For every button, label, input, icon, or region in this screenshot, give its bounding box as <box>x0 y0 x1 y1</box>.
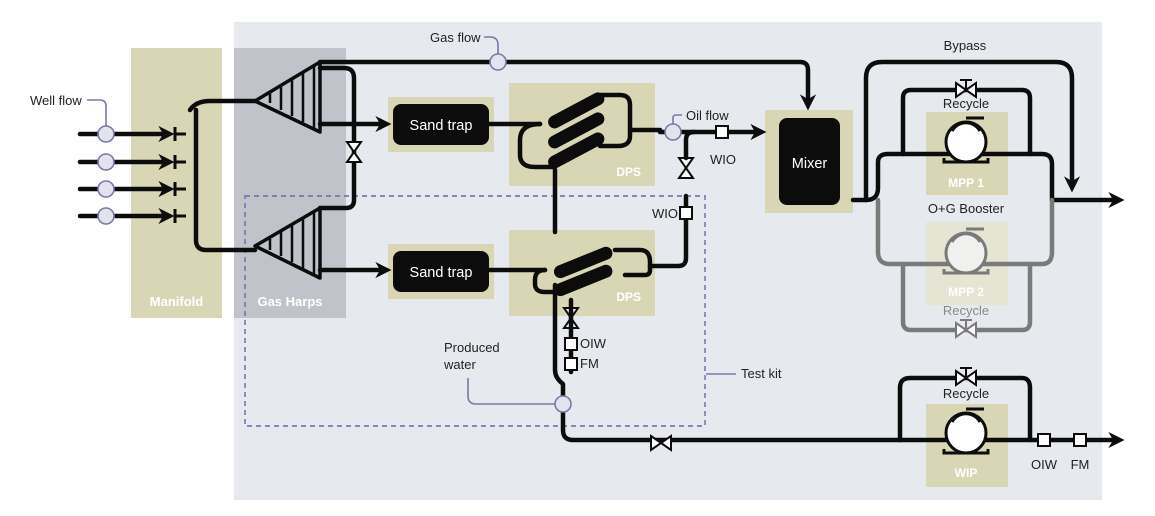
manifold-label: Manifold <box>150 294 203 309</box>
sand-trap-bottom <box>393 251 489 292</box>
wip-label: WIP <box>955 466 978 480</box>
oil-flow-leader <box>672 114 682 124</box>
oiw-meter-mid-icon <box>564 337 578 351</box>
mixer <box>779 118 840 205</box>
test-kit-label: Test kit <box>741 366 782 381</box>
recycle-top-label: Recycle <box>943 96 989 111</box>
recycle-bottom-label: Recycle <box>943 386 989 401</box>
fm-mid-label: FM <box>580 356 599 371</box>
dps-bottom-label: DPS <box>616 290 641 304</box>
oil-flow-label: Oil flow <box>686 108 729 123</box>
water-line-valve-icon <box>650 434 672 452</box>
oiw-bottom-label: OIW <box>1031 457 1058 472</box>
fm-bottom-label: FM <box>1071 457 1090 472</box>
gas-harp-riser <box>317 65 357 211</box>
well-flow-inlets <box>77 125 186 225</box>
dps-bottom-oil-line <box>647 193 689 269</box>
mpp2-pump-icon <box>942 227 990 275</box>
well-flow-label: Well flow <box>30 93 82 108</box>
oil-valve-icon <box>677 157 695 179</box>
wio-meter-left-icon <box>679 206 693 220</box>
well-flow-leader <box>87 99 107 126</box>
gas-flow-line <box>317 59 817 111</box>
mpp2-label: MPP 2 <box>948 285 984 299</box>
produced-water-label-1: Produced <box>444 340 500 355</box>
sand-trap-bottom-label: Sand trap <box>410 265 473 281</box>
gas-flow-label: Gas flow <box>430 30 481 45</box>
wio-meter-right-icon <box>715 125 729 139</box>
wio-right-label: WIO <box>710 152 736 167</box>
gas-harp-top <box>253 60 322 134</box>
og-booster-label: O+G Booster <box>928 201 1005 216</box>
recycle-top-valve-icon <box>955 79 977 99</box>
recycle-mid-label: Recycle <box>943 303 989 318</box>
sand-trap-top <box>393 104 489 145</box>
wio-left-label: WIO <box>652 206 678 221</box>
booster-main-line <box>850 151 1125 209</box>
produced-water-label-2: water <box>443 357 476 372</box>
produced-water-meter <box>554 395 572 413</box>
dps-top-label: DPS <box>616 165 641 179</box>
gas-harps-block <box>234 48 346 318</box>
dps-top-internals: DPS <box>517 92 663 179</box>
bypass-label: Bypass <box>944 38 987 53</box>
bypass-line <box>863 59 1081 203</box>
gas-harps-label: Gas Harps <box>257 294 322 309</box>
mixer-label: Mixer <box>792 156 828 172</box>
oiw-meter-bottom-icon <box>1037 433 1051 447</box>
fm-meter-mid-icon <box>564 357 578 371</box>
mpp1-pump-icon <box>942 116 990 164</box>
recycle-bottom-valve-icon <box>955 367 977 387</box>
harp-crossover-valve-icon <box>345 141 363 163</box>
sand-trap-top-label: Sand trap <box>410 118 473 134</box>
test-kit-box <box>244 195 706 427</box>
oiw-mid-label: OIW <box>580 336 607 351</box>
gas-flow-meter <box>489 53 507 71</box>
manifold-header <box>187 98 258 253</box>
fm-meter-bottom-icon <box>1073 433 1087 447</box>
mpp1-label: MPP 1 <box>948 176 984 190</box>
recycle-mid-valve-icon <box>955 319 977 339</box>
produced-water-leader <box>467 378 555 405</box>
oil-flow-meter <box>664 123 682 141</box>
gas-flow-leader <box>484 36 499 54</box>
gas-harp-bottom <box>253 206 322 280</box>
wip-pump-icon <box>942 407 990 455</box>
